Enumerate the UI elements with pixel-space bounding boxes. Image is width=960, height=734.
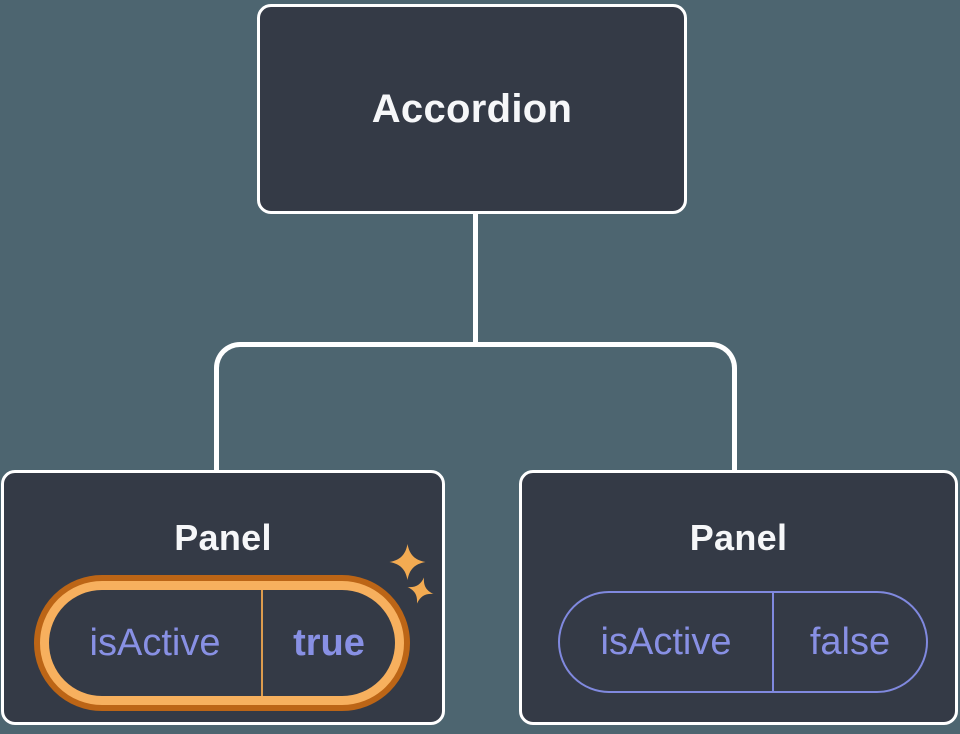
panel-node-inactive: Panel isActive false (519, 470, 958, 725)
pill-divider (772, 593, 774, 691)
accordion-node: Accordion (257, 4, 687, 214)
state-pill: isActive false (558, 591, 928, 693)
panel-title: Panel (174, 517, 272, 558)
panel-title: Panel (689, 517, 788, 558)
prop-value-cell: true (263, 590, 395, 696)
state-pill-core: isActive true (49, 590, 395, 696)
prop-name-label: isActive (89, 621, 221, 664)
state-pill-highlighted: isActive true (34, 575, 410, 711)
prop-value-label: true (293, 621, 365, 664)
tree-connector-bracket (214, 342, 737, 470)
pill-divider (261, 590, 263, 696)
prop-name-cell: isActive (560, 593, 772, 691)
prop-value-cell: false (774, 593, 926, 691)
accordion-node-label: Accordion (371, 86, 573, 131)
prop-value-label: false (809, 620, 891, 663)
prop-name-cell: isActive (49, 590, 261, 696)
panel-node-active: Panel isActive true (1, 470, 445, 725)
tree-connector-stem (473, 212, 478, 347)
sparkle-small-icon (407, 577, 434, 604)
sparkle-large-icon (389, 544, 426, 580)
prop-name-label: isActive (600, 620, 732, 663)
